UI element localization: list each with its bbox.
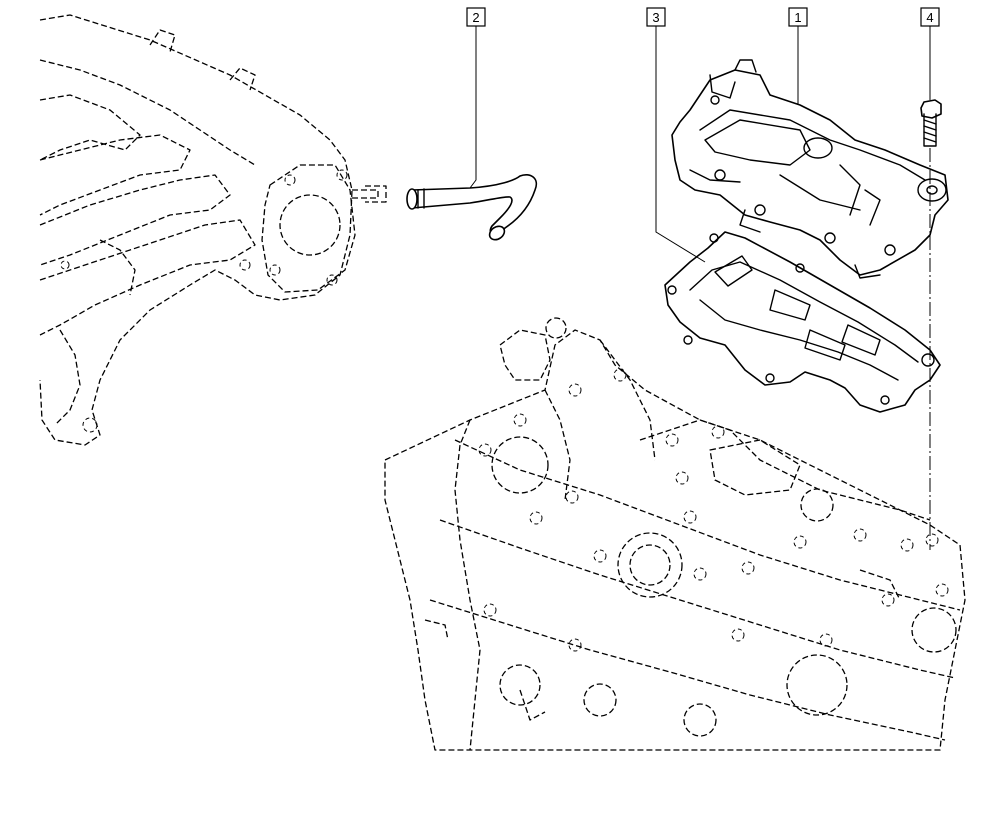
mounting-bolt (920, 99, 942, 147)
callout-label-3: 3 (652, 10, 659, 25)
callout-label-1: 1 (794, 10, 801, 25)
leader-line-3 (655, 26, 706, 263)
callout-label-4: 4 (926, 10, 933, 25)
intake-manifold-ghost (39, 14, 387, 446)
oil-separator-cover (671, 59, 949, 279)
callout-4: 4 (920, 7, 940, 27)
callout-label-2: 2 (472, 10, 479, 25)
cover-gasket (664, 231, 941, 413)
callout-3: 3 (646, 7, 666, 27)
leader-line-2 (469, 26, 477, 189)
callout-1: 1 (788, 7, 808, 27)
callout-2: 2 (466, 7, 486, 27)
breather-hose (406, 174, 538, 241)
leader-lines (469, 26, 931, 550)
cylinder-head-ghost (384, 317, 966, 751)
